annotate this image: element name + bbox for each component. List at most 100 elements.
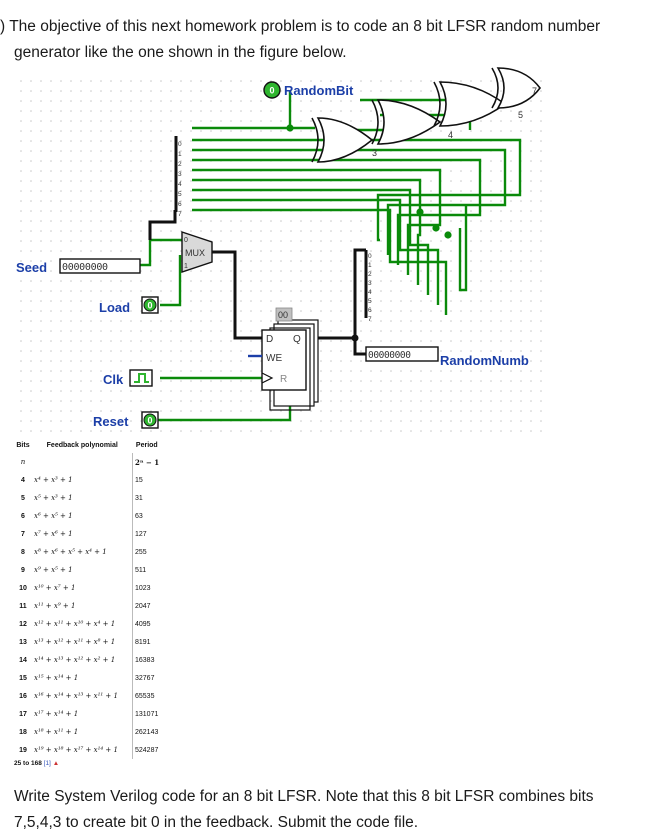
split-bit: 6 (368, 307, 372, 314)
subheader-n: n (20, 458, 26, 466)
table-row: 8 x⁸ + x⁶ + x⁵ + x⁴ + 1 255 (14, 543, 162, 561)
top-splitter-labels: 0 1 2 3 4 5 6 7 (178, 141, 182, 218)
row-polynomial: x¹³ + x¹² + x¹¹ + x⁸ + 1 (34, 638, 116, 646)
row-period: 1023 (132, 579, 162, 597)
split-bit: 0 (368, 253, 372, 260)
gate-label-5: 5 (518, 110, 523, 120)
register-r: R (280, 374, 287, 385)
footnote-text: 25 to 168 (14, 760, 42, 767)
wire-bit5 (192, 158, 482, 265)
xor-gate-4 (371, 99, 442, 145)
row-polynomial: x¹⁴ + x¹³ + x¹² + x² + 1 (34, 656, 116, 664)
clk-label: Clk (103, 372, 124, 387)
question-closing: Write System Verilog code for an 8 bit L… (14, 788, 594, 831)
table-subheader-row: n 2ⁿ − 1 (14, 453, 162, 471)
row-period: 31 (132, 489, 162, 507)
junction (286, 124, 294, 132)
wire-junctions (286, 124, 452, 239)
row-bits: 15 (19, 674, 27, 682)
bus-q-to-split (318, 248, 366, 340)
row-bits: 11 (19, 602, 27, 610)
row-bits: 6 (21, 512, 25, 520)
wire-bit3 (192, 178, 422, 285)
wire-seed (140, 238, 182, 267)
mux: 0 1 MUX (181, 231, 213, 273)
random-number-output: 00000000 RandomNumb (365, 346, 529, 368)
row-polynomial: x¹⁷ + x¹⁴ + 1 (34, 710, 79, 718)
row-polynomial: x⁵ + x³ + 1 (34, 494, 73, 502)
split-bit: 7 (178, 211, 182, 218)
seed-input[interactable]: Seed 00000000 (16, 258, 141, 275)
row-polynomial: x⁹ + x⁵ + 1 (34, 566, 73, 574)
mux-label: MUX (185, 248, 205, 258)
footnote-ref[interactable]: [1] (43, 760, 51, 767)
xor-gate-7 (491, 67, 542, 109)
xor-gates (311, 67, 542, 163)
row-period: 65535 (132, 687, 162, 705)
register-we: WE (266, 353, 282, 364)
row-bits: 13 (19, 638, 27, 646)
question-line-1: ) The objective of this next homework pr… (0, 18, 601, 35)
load-label: Load (99, 300, 130, 315)
wire-green-right (458, 205, 468, 292)
row-period: 8191 (132, 633, 162, 651)
register-value: 00 (278, 310, 288, 320)
row-period: 524287 (132, 741, 162, 759)
table-row: 14 x¹⁴ + x¹³ + x¹² + x² + 1 16383 (14, 651, 162, 669)
row-period: 255 (132, 543, 162, 561)
row-bits: 8 (21, 548, 25, 556)
junction (444, 231, 452, 239)
row-bits: 14 (19, 656, 27, 664)
gate-label-7: 7 (532, 86, 537, 96)
bus-wires (148, 136, 368, 356)
register-q: Q (293, 334, 301, 345)
xor-gate-5 (433, 81, 507, 127)
right-splitter-labels: 0 1 2 3 4 5 6 7 (368, 253, 372, 323)
row-period: 4095 (132, 615, 162, 633)
random-bit-value: 0 (269, 86, 274, 96)
bus-junction (351, 334, 359, 342)
clk-input[interactable]: Clk (103, 369, 153, 387)
table-row: 5 x⁵ + x³ + 1 31 (14, 489, 162, 507)
split-bit: 4 (178, 181, 182, 188)
split-bit: 2 (178, 161, 182, 168)
load-input[interactable]: Load 0 (99, 296, 159, 315)
split-bit: 3 (178, 171, 182, 178)
row-bits: 10 (19, 584, 27, 592)
bus-q-to-out (353, 338, 366, 356)
row-polynomial: x⁴ + x³ + 1 (34, 476, 73, 484)
split-bit: 0 (178, 141, 182, 148)
row-bits: 19 (19, 746, 27, 754)
row-bits: 5 (21, 494, 25, 502)
row-period: 131071 (132, 705, 162, 723)
pdf-icon: ▲ (52, 760, 60, 767)
row-polynomial: x¹⁶ + x¹⁴ + x¹³ + x¹¹ + 1 (34, 692, 118, 700)
reset-input[interactable]: Reset 0 (93, 411, 159, 429)
row-period: 127 (132, 525, 162, 543)
row-polynomial: x⁸ + x⁶ + x⁵ + x⁴ + 1 (34, 548, 107, 556)
wire-bit1 (192, 198, 440, 305)
question-line-2: generator like the one shown in the figu… (14, 44, 347, 61)
seed-label: Seed (16, 260, 47, 275)
row-polynomial: x⁷ + x⁶ + 1 (34, 530, 73, 538)
mux-sel0: 0 (184, 237, 188, 244)
row-period: 262143 (132, 723, 162, 741)
clock-wave-icon (134, 373, 149, 383)
row-bits: 7 (21, 530, 25, 538)
split-bit: 5 (178, 191, 182, 198)
split-bit: 4 (368, 289, 372, 296)
row-period: 511 (132, 561, 162, 579)
split-bit: 5 (368, 298, 372, 305)
row-polynomial: x¹² + x¹¹ + x¹⁰ + x⁴ + 1 (34, 620, 116, 628)
table-row: 7 x⁷ + x⁶ + 1 127 (14, 525, 162, 543)
subheader-period: 2ⁿ − 1 (132, 453, 162, 471)
polynomial-table: Bits Feedback polynomial Period n 2ⁿ − 1… (14, 437, 162, 759)
row-period: 16383 (132, 651, 162, 669)
